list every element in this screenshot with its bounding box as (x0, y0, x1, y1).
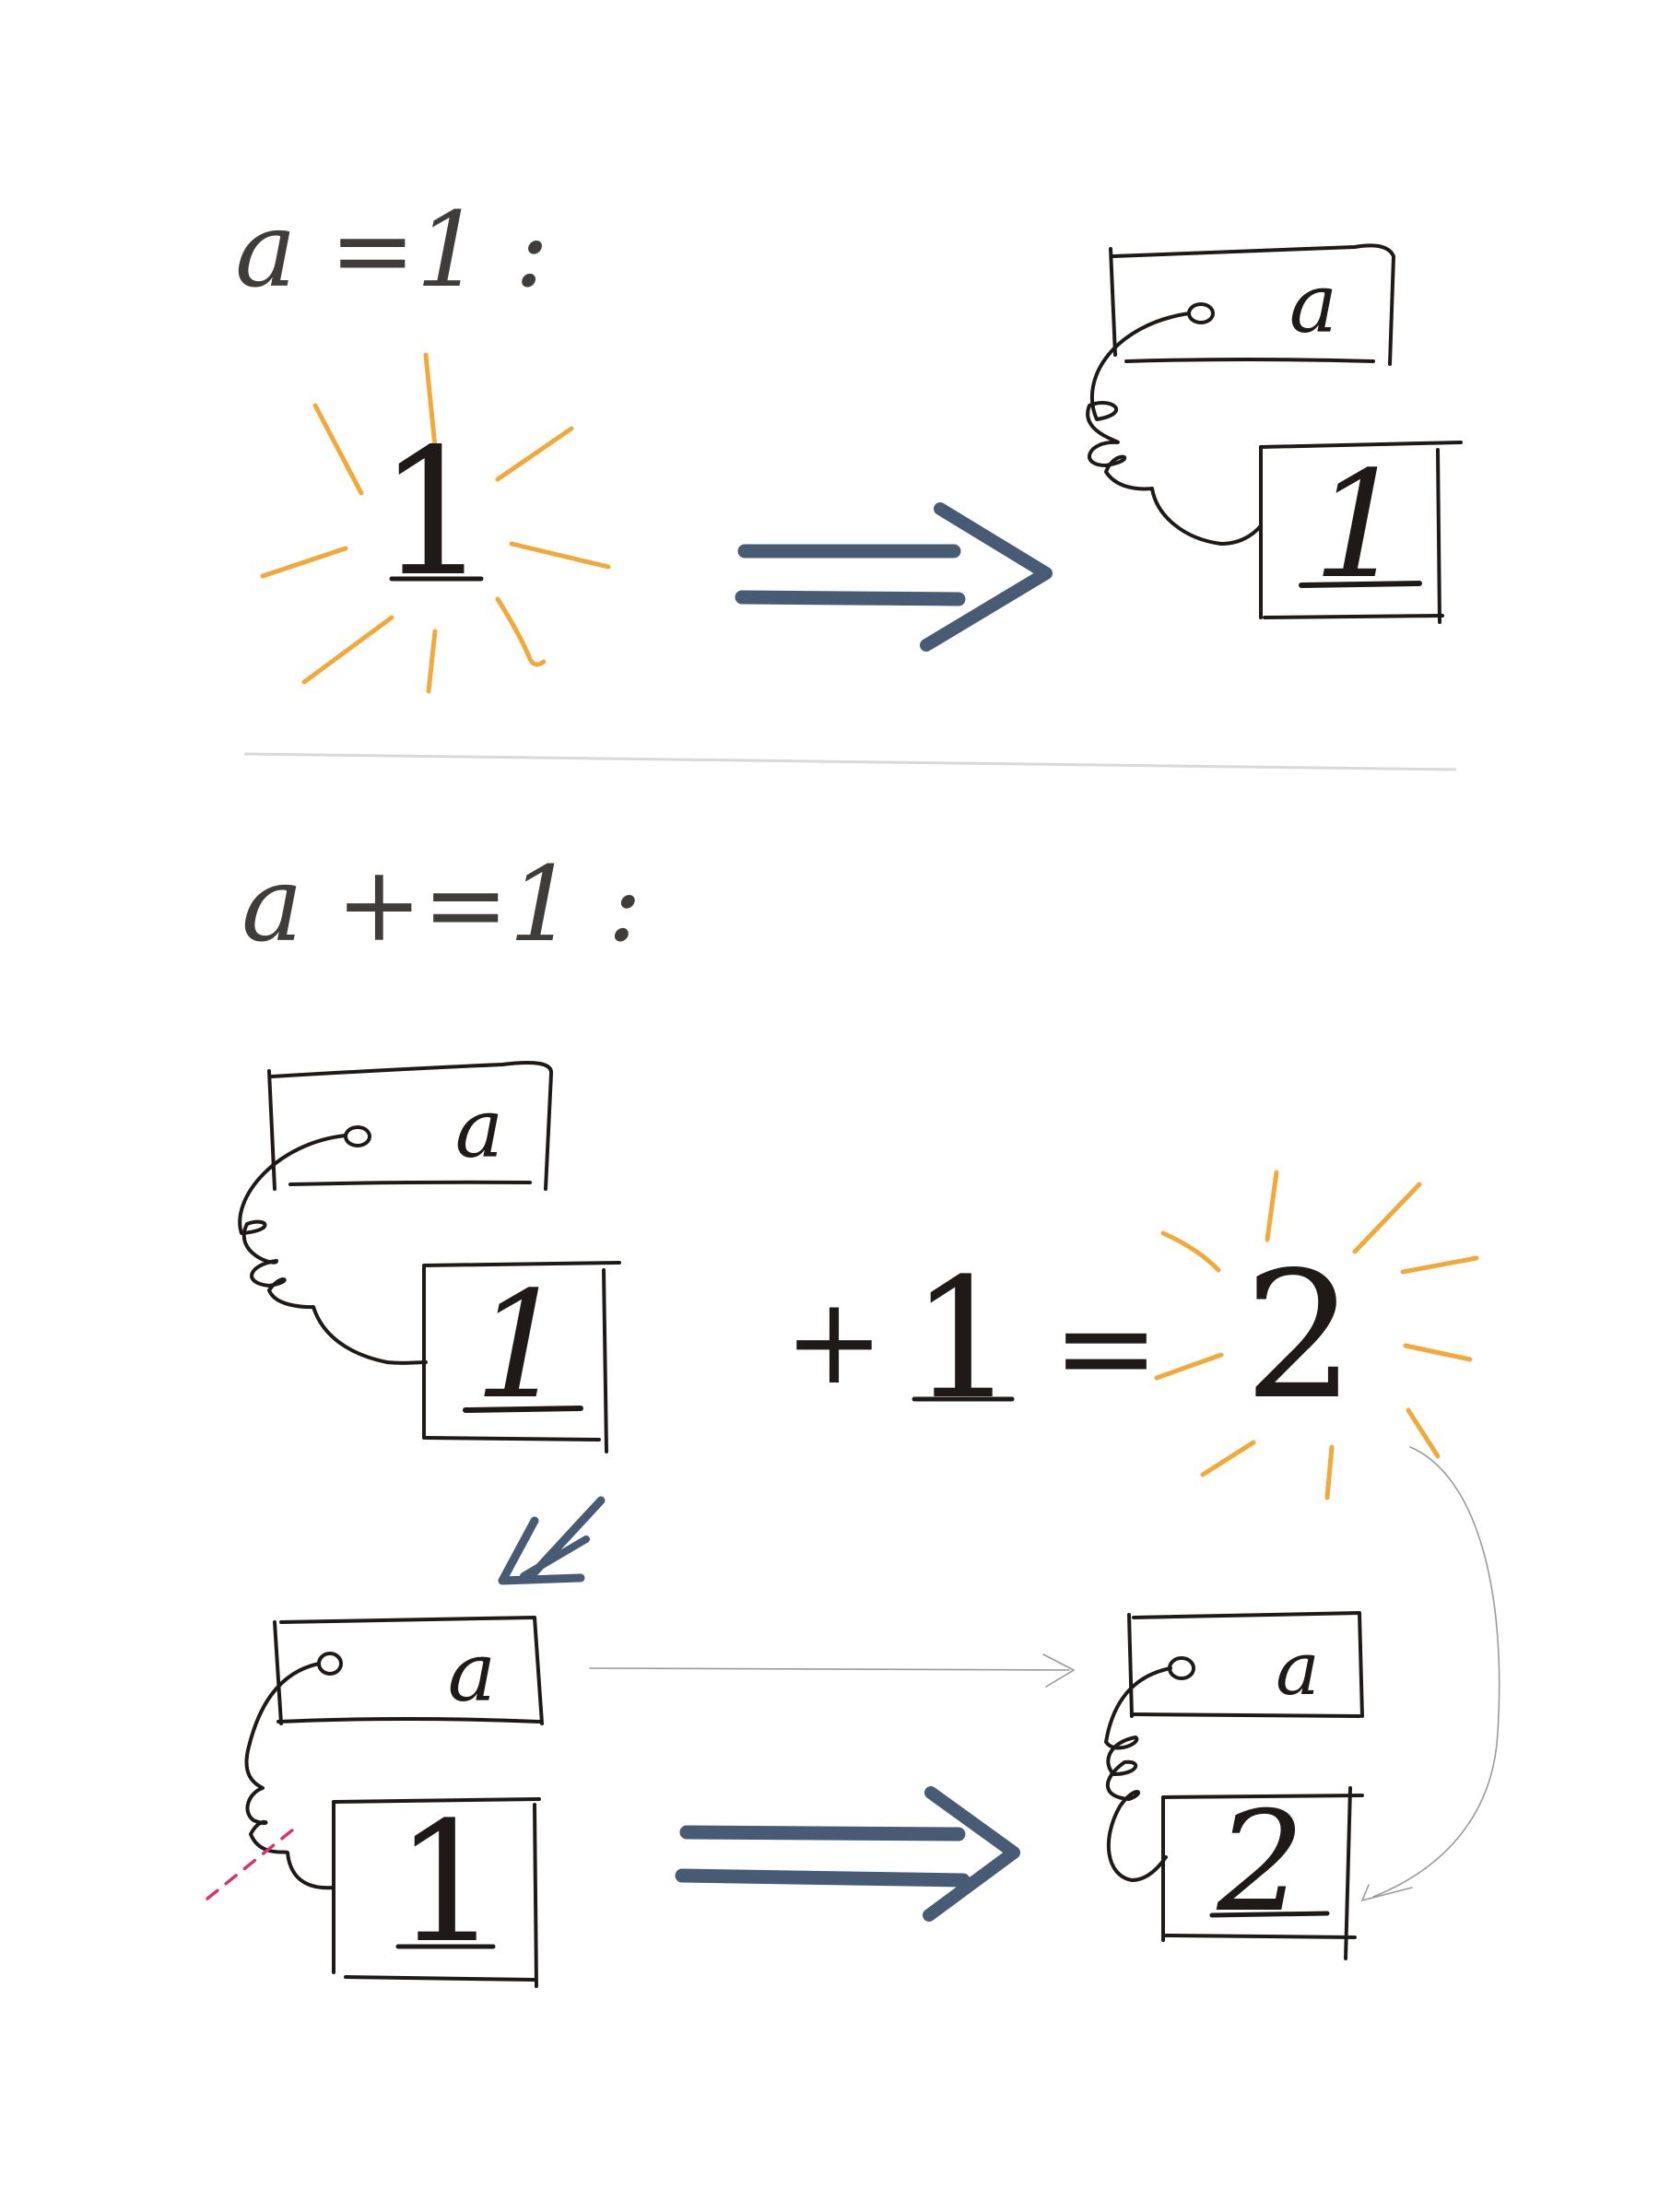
addition-expression: + 1 = 2 (784, 1170, 1479, 1500)
before-binding-cord (244, 1662, 335, 1890)
sum-guide (1360, 1446, 1500, 1902)
rebind-arrow (675, 1786, 1020, 1922)
heading-augmented: a +=1 : (241, 845, 642, 965)
binding-before: a 1 (206, 1616, 544, 1988)
strikethrough-mark (206, 1828, 295, 1900)
start-binding-cord (238, 1134, 428, 1365)
assign-arrow (735, 502, 1053, 652)
sum-burst (1154, 1170, 1479, 1500)
binding-start: a 1 (238, 1061, 621, 1453)
literal-one: 1 (378, 411, 489, 615)
operand-one: 1 (911, 1243, 1017, 1436)
binding-after: a 2 (1104, 1611, 1364, 1960)
equals-sign: = (1052, 1273, 1159, 1423)
name-box-a: a (1109, 243, 1395, 366)
after-name-box: a (1127, 1611, 1364, 1718)
after-value-box: 2 (1161, 1783, 1364, 1960)
literal-one-highlight: 1 (260, 352, 611, 694)
binding-cord (1086, 312, 1263, 546)
section-divider (243, 752, 1457, 771)
start-value-box: 1 (422, 1259, 621, 1453)
after-name-label: a (1276, 1626, 1320, 1712)
lookup-arrow (498, 1496, 606, 1585)
heading-assign: a =1 : (235, 191, 549, 311)
after-binding-cord (1104, 1666, 1172, 1882)
value-box-one: 1 (1259, 439, 1463, 624)
rebind-guide (589, 1653, 1076, 1688)
start-value-number: 1 (474, 1259, 568, 1431)
section-augmented-assign: a +=1 : a 1 + 1 (206, 845, 1500, 1988)
name-box-label: a (1289, 256, 1337, 351)
binding-a-to-one: a 1 (1086, 243, 1463, 624)
after-value-number: 2 (1216, 1783, 1304, 1943)
start-name-label: a (455, 1081, 503, 1176)
sum-highlight: 2 (1154, 1170, 1479, 1500)
highlight-burst (260, 352, 611, 694)
before-value-number: 1 (394, 1787, 500, 1980)
start-name-box: a (267, 1061, 553, 1191)
before-value-box: 1 (332, 1787, 541, 1988)
before-name-box: a (273, 1616, 544, 1725)
before-name-label: a (448, 1625, 496, 1720)
sum-two: 2 (1244, 1234, 1356, 1438)
section-assign: a =1 : 1 (235, 191, 1463, 694)
plus-sign: + (784, 1271, 885, 1411)
